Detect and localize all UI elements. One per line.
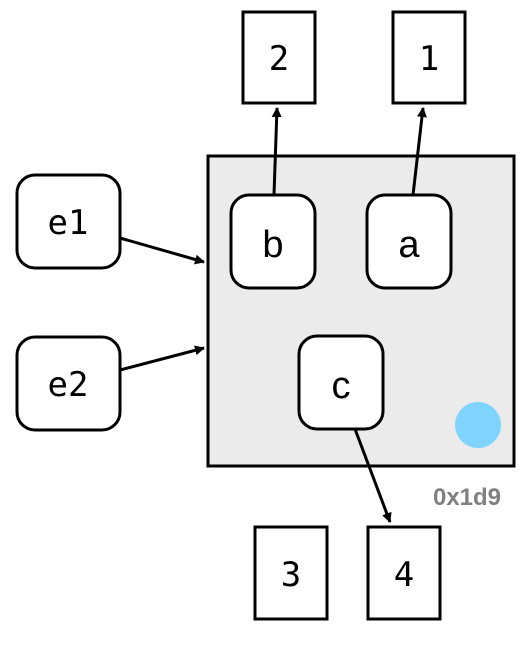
input-node-e2[interactable]: e2: [15, 335, 122, 432]
output-node-4-box: [366, 525, 442, 621]
port-node-a-box: [365, 193, 453, 290]
edge-e1-to-container: [119, 236, 205, 265]
input-node-e2-label: e2: [48, 365, 89, 405]
port-node-c-box: [297, 334, 385, 431]
output-node-2[interactable]: 2: [241, 10, 317, 105]
edge-e2-to-container: [119, 345, 205, 372]
edge-c-to-4: [353, 428, 392, 523]
output-node-3-label: 3: [281, 555, 301, 595]
output-node-4[interactable]: 4: [366, 525, 442, 621]
port-node-c-label: c: [332, 365, 351, 407]
output-node-1-box: [391, 10, 467, 105]
edge-b-to-2: [271, 107, 282, 196]
container-id-label: 0x1d9: [433, 484, 501, 511]
output-node-4-label: 4: [394, 555, 414, 595]
input-node-e2-box: [15, 335, 122, 432]
port-node-a-label: a: [398, 224, 420, 266]
input-node-e1[interactable]: e1: [15, 173, 122, 270]
port-node-b-box: [229, 193, 317, 290]
output-node-3-box: [253, 525, 329, 621]
port-node-c[interactable]: c: [297, 334, 385, 431]
edge-a-to-1: [411, 107, 427, 196]
input-node-e1-label: e1: [48, 203, 89, 243]
output-node-1[interactable]: 1: [391, 10, 467, 105]
port-node-b[interactable]: b: [229, 193, 317, 290]
output-node-1-label: 1: [419, 39, 439, 79]
input-node-e1-box: [15, 173, 122, 270]
output-node-2-box: [241, 10, 317, 105]
status-dot: [455, 402, 501, 448]
port-node-a[interactable]: a: [365, 193, 453, 290]
output-node-2-label: 2: [269, 39, 289, 79]
port-node-b-label: b: [262, 224, 283, 266]
output-node-3[interactable]: 3: [253, 525, 329, 621]
